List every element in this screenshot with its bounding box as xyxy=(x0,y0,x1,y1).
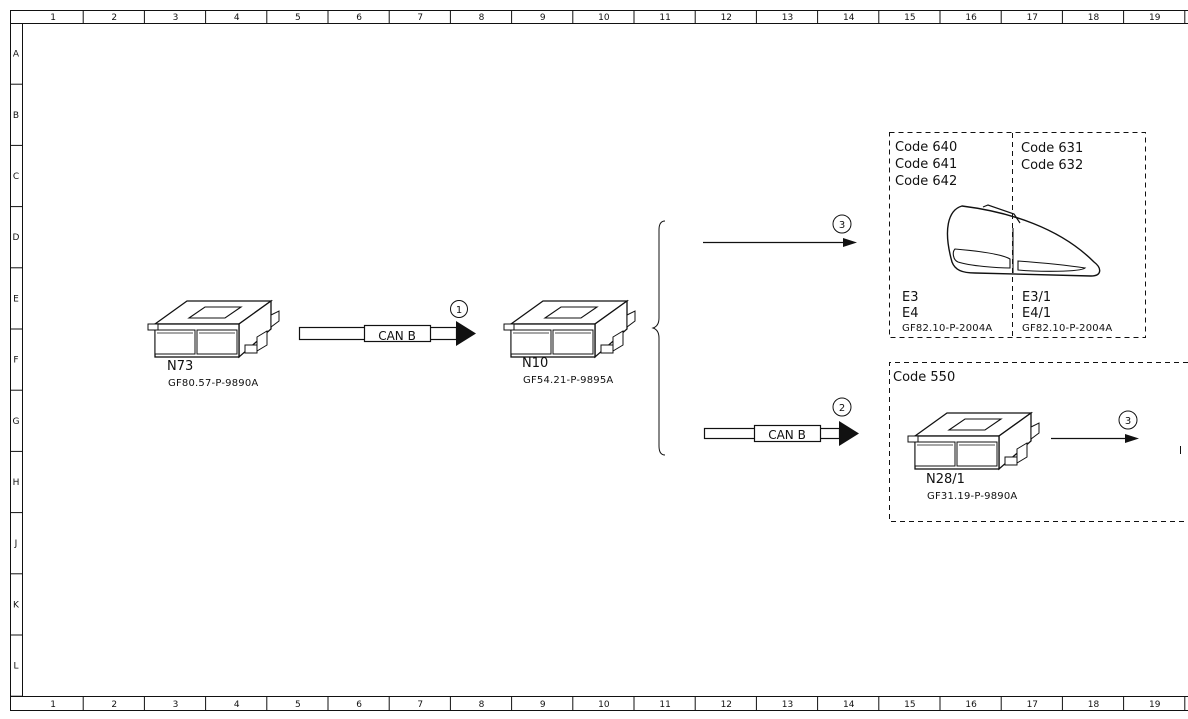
code-632: Code 632 xyxy=(1021,158,1083,173)
code-641: Code 641 xyxy=(895,157,957,172)
code-642: Code 642 xyxy=(895,174,957,189)
part-ref-n28-1: GF31.19-P-9890A xyxy=(927,491,1017,502)
arrow-head-icon xyxy=(1125,434,1139,443)
ruler-column-label: 16 xyxy=(965,700,977,710)
part-id-n10: N10 xyxy=(522,356,548,371)
ruler-row-label: K xyxy=(13,600,20,610)
ruler-column-label: 4 xyxy=(234,700,240,710)
ruler-column-label: 9 xyxy=(540,13,546,23)
can-b-connection-1: CAN B 1 xyxy=(298,300,476,346)
ruler-column-label: 17 xyxy=(1027,700,1038,710)
ruler-column-label: 15 xyxy=(904,13,915,23)
ruler-labels: 1122334455667788991010111112121313141415… xyxy=(13,13,1161,710)
ruler-column-label: 5 xyxy=(295,700,301,710)
ruler-row-label: L xyxy=(13,662,18,672)
ruler-column-label: 8 xyxy=(479,13,485,23)
tail-lamp-icon xyxy=(946,204,1101,277)
ruler-column-label: 1 xyxy=(50,700,56,710)
ruler-column-label: 10 xyxy=(598,700,610,710)
connection-number-1: 1 xyxy=(456,305,462,316)
ruler-column-label: 6 xyxy=(356,13,362,23)
ruler-ticks xyxy=(10,10,1186,711)
ruler-row-label: H xyxy=(13,478,20,488)
ruler-column-label: 13 xyxy=(782,13,793,23)
ruler-row-label: D xyxy=(13,233,20,243)
ruler-column-label: 18 xyxy=(1088,700,1100,710)
part-ref-e3-1-e4-1: GF82.10-P-2004A xyxy=(1022,323,1112,334)
signal-arrow-3-top: 3 xyxy=(703,214,857,247)
ruler-column-label: 6 xyxy=(356,700,362,710)
part-id-e4-1: E4/1 xyxy=(1022,306,1051,321)
code-640: Code 640 xyxy=(895,140,957,155)
control-unit-n28-1: N28/1 GF31.19-P-9890A xyxy=(907,412,1040,502)
ruler-row-label: J xyxy=(14,539,18,549)
signal-arrow-3-bottom: 3 xyxy=(1051,410,1139,443)
ruler-row-label: C xyxy=(13,172,19,182)
control-unit-n73: N73 GF80.57-P-9890A xyxy=(147,300,280,389)
part-id-e3-1: E3/1 xyxy=(1022,290,1051,305)
ruler-column-label: 16 xyxy=(965,13,977,23)
ruler-column-label: 5 xyxy=(295,13,301,23)
control-unit-n10: N10 GF54.21-P-9895A xyxy=(503,300,636,386)
ruler-column-label: 3 xyxy=(173,700,179,710)
part-id-e4: E4 xyxy=(902,306,919,321)
ruler-row-label: B xyxy=(13,111,19,121)
ruler-column-label: 14 xyxy=(843,700,855,710)
ruler-row-label: E xyxy=(13,294,19,304)
ruler-column-label: 3 xyxy=(173,13,179,23)
ruler-column-label: 17 xyxy=(1027,13,1038,23)
ruler-column-label: 4 xyxy=(234,13,240,23)
ruler-row-label: G xyxy=(13,417,20,427)
part-ref-n10: GF54.21-P-9895A xyxy=(523,375,613,386)
trailer-module-box: Code 550 N28/1 GF31.19-P-9890A 3 xyxy=(889,362,1188,522)
connection-number-3-top: 3 xyxy=(839,220,845,231)
ruler-column-label: 19 xyxy=(1149,13,1161,23)
connection-number-2: 2 xyxy=(839,403,845,414)
arrow-head-icon xyxy=(456,321,476,346)
tail-lamp-box: Code 640 Code 641 Code 642 Code 631 Code… xyxy=(889,132,1146,338)
ruler-row-label: F xyxy=(13,356,18,366)
ruler-column-label: 14 xyxy=(843,13,855,23)
ruler-row-label: A xyxy=(13,50,20,60)
ruler-column-label: 11 xyxy=(659,13,670,23)
code-631: Code 631 xyxy=(1021,141,1083,156)
ruler-column-label: 11 xyxy=(659,700,670,710)
arrow-head-icon xyxy=(843,238,857,247)
ruler-column-label: 1 xyxy=(50,13,56,23)
ruler-column-label: 15 xyxy=(904,700,915,710)
branch-brace xyxy=(651,220,666,456)
ruler-column-label: 12 xyxy=(721,13,732,23)
ruler-column-label: 13 xyxy=(782,700,793,710)
connection-number-3-bottom: 3 xyxy=(1125,416,1131,427)
ruler-column-label: 19 xyxy=(1149,700,1161,710)
drawing-frame xyxy=(10,10,1188,711)
ruler-column-label: 8 xyxy=(479,700,485,710)
ruler-column-label: 2 xyxy=(111,13,117,23)
part-id-e3: E3 xyxy=(902,290,919,305)
ruler-column-label: 10 xyxy=(598,13,610,23)
part-id-n73: N73 xyxy=(167,359,193,374)
part-ref-n73: GF80.57-P-9890A xyxy=(168,378,258,389)
ruler-column-label: 12 xyxy=(721,700,732,710)
ruler-column-label: 7 xyxy=(417,700,423,710)
code-550: Code 550 xyxy=(893,370,955,385)
ruler-column-label: 2 xyxy=(111,700,117,710)
ruler-column-label: 7 xyxy=(417,13,423,23)
arrow-head-icon xyxy=(839,421,859,446)
part-ref-e3-e4: GF82.10-P-2004A xyxy=(902,323,992,334)
part-id-n28-1: N28/1 xyxy=(926,472,965,487)
can-b-label-2: CAN B xyxy=(768,428,806,442)
can-b-label-1: CAN B xyxy=(378,329,416,343)
ruler-column-label: 18 xyxy=(1088,13,1100,23)
ruler-column-label: 9 xyxy=(540,700,546,710)
can-b-connection-2: CAN B 2 xyxy=(703,397,859,446)
